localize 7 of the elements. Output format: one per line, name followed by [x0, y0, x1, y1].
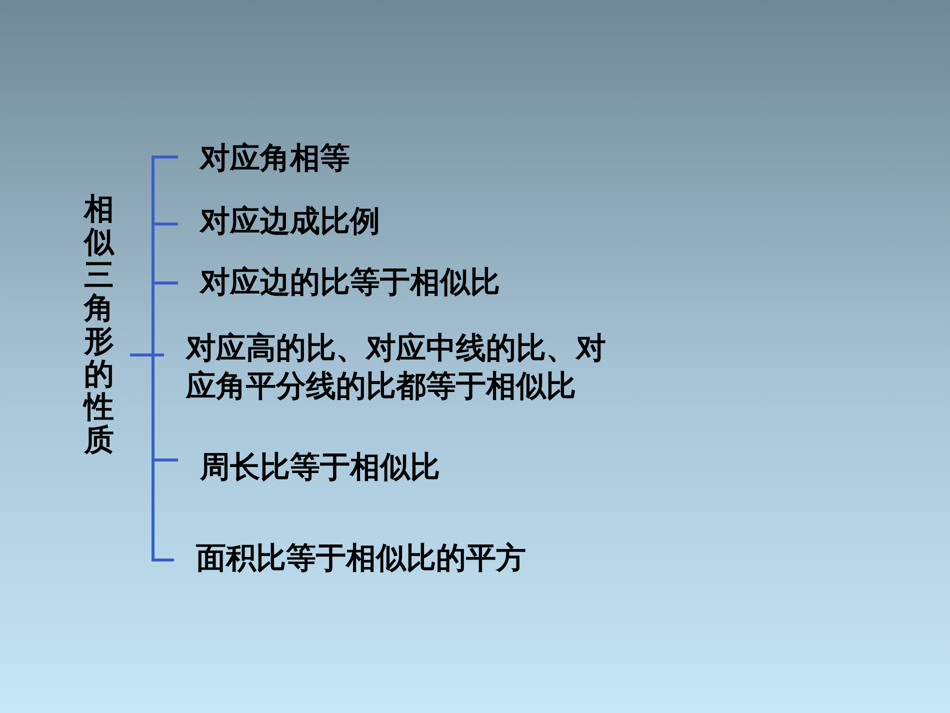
- property-text: 面积比等于相似比的平方: [196, 540, 526, 578]
- property-text: 对应角相等: [200, 140, 350, 178]
- property-text: 对应边的比等于相似比: [200, 264, 500, 302]
- property-text: 对应高的比、对应中线的比、对应角平分线的比都等于相似比: [186, 330, 626, 405]
- vertical-heading: 相似三角形的性质: [82, 193, 116, 457]
- property-text: 对应边成比例: [200, 203, 380, 240]
- property-text: 周长比等于相似比: [200, 449, 440, 486]
